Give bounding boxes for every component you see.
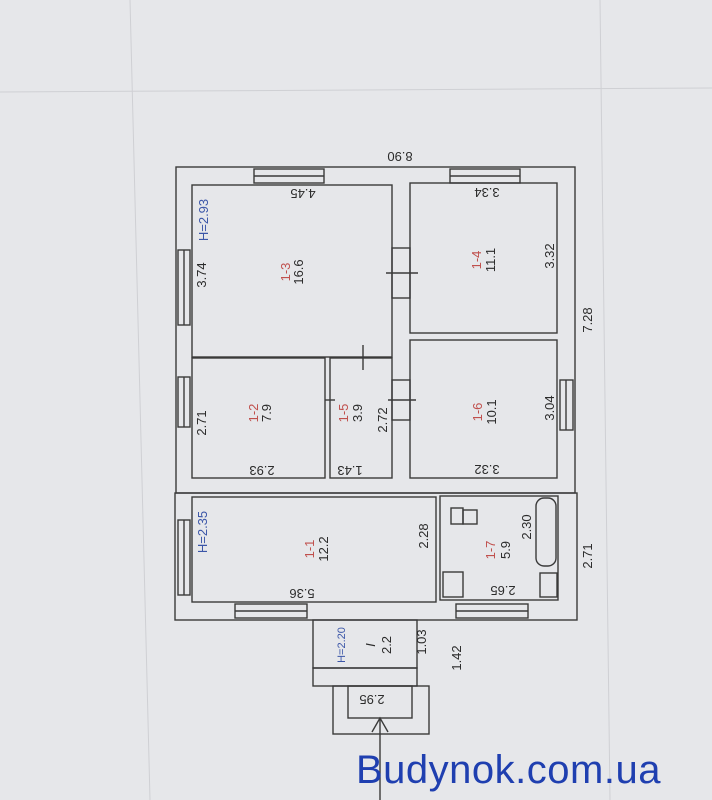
room-id: 1-5 bbox=[336, 404, 351, 423]
step bbox=[312, 667, 418, 687]
dim: 5.36 bbox=[289, 586, 314, 601]
boiler bbox=[450, 507, 464, 525]
porch-depth: 1.42 bbox=[449, 645, 464, 670]
ceiling-height: H=2.20 bbox=[336, 627, 348, 663]
dim: 2.30 bbox=[519, 514, 534, 539]
room-area: 2.2 bbox=[379, 636, 394, 654]
room-id: 1-7 bbox=[483, 541, 498, 560]
overall-width: 8.90 bbox=[387, 149, 412, 164]
dim: 1.03 bbox=[414, 629, 429, 654]
room-id: I bbox=[363, 643, 378, 647]
ceiling-height: H=2.93 bbox=[196, 199, 211, 241]
dim: 4.45 bbox=[290, 186, 315, 201]
room-id: 1-1 bbox=[302, 540, 317, 559]
dim: 2.72 bbox=[375, 407, 390, 432]
room-id: 1-3 bbox=[278, 263, 293, 282]
dim: 3.04 bbox=[542, 395, 557, 420]
dim: 3.34 bbox=[474, 185, 499, 200]
room-1-1 bbox=[191, 496, 437, 603]
room-area: 3.9 bbox=[350, 404, 365, 422]
dim: 2.71 bbox=[194, 410, 209, 435]
dim: 1.43 bbox=[337, 463, 362, 478]
room-area: 11.1 bbox=[483, 248, 498, 272]
dim: 2.93 bbox=[249, 463, 274, 478]
ceiling-height: H=2.35 bbox=[195, 511, 210, 553]
doors-fixtures bbox=[325, 247, 558, 598]
room-id: 1-2 bbox=[246, 404, 261, 423]
sink bbox=[539, 572, 558, 598]
step-width: 2.95 bbox=[359, 692, 384, 707]
room-1-7 bbox=[439, 495, 559, 601]
dim: 2.65 bbox=[490, 583, 515, 598]
dim: 2.28 bbox=[416, 523, 431, 548]
walls bbox=[174, 166, 578, 800]
overall-depth: 7.28 bbox=[580, 307, 595, 332]
bathtub bbox=[535, 497, 557, 567]
room-area: 12.2 bbox=[316, 536, 331, 561]
lower-depth: 2.71 bbox=[580, 543, 595, 568]
room-1-2 bbox=[191, 357, 326, 479]
room-area: 10.1 bbox=[484, 399, 499, 424]
room-area: 7.9 bbox=[259, 404, 274, 422]
watermark: Budynok.com.ua bbox=[356, 748, 661, 792]
dim: 3.32 bbox=[474, 462, 499, 477]
windows bbox=[177, 168, 574, 619]
stove bbox=[442, 571, 464, 598]
room-id: 1-6 bbox=[470, 403, 485, 422]
room-area: 5.9 bbox=[498, 541, 513, 559]
room-id: 1-4 bbox=[469, 251, 484, 270]
room-area: 16.6 bbox=[291, 259, 306, 284]
dim: 3.74 bbox=[194, 262, 209, 287]
dim: 3.32 bbox=[542, 243, 557, 268]
